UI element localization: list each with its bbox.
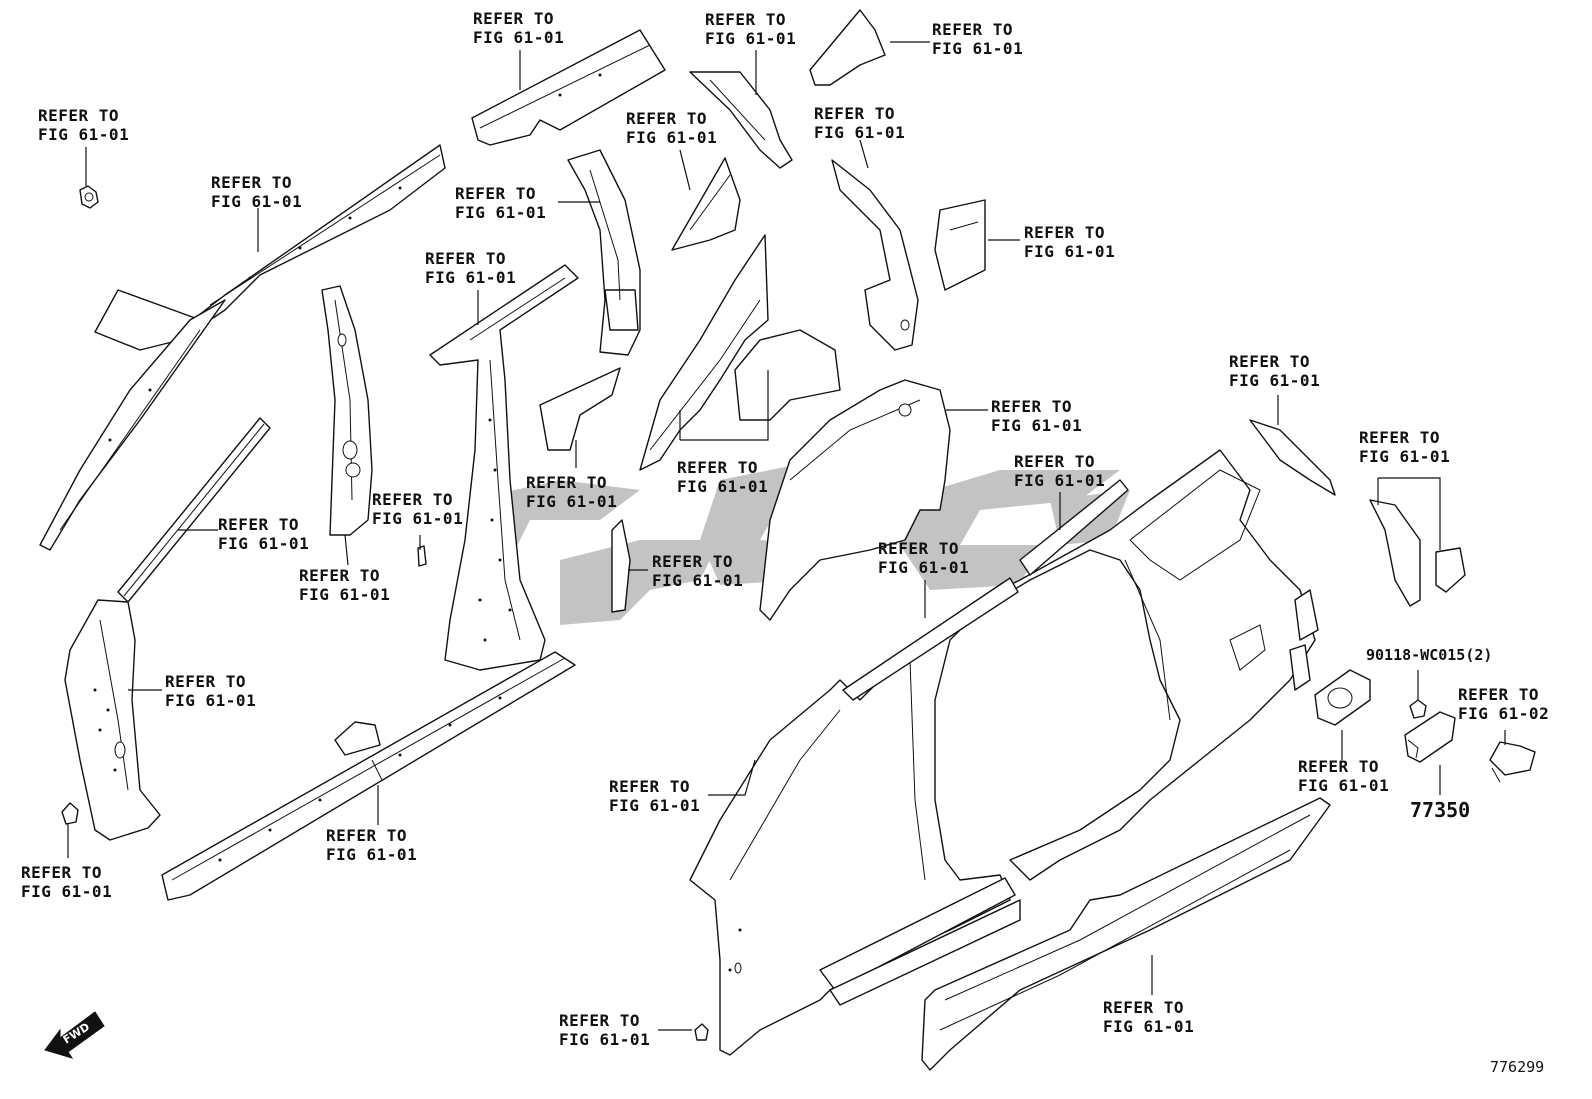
upper-bracket [689,71,793,169]
roof-reinforcement [117,417,271,603]
gusset [671,157,741,251]
quarter-pillar-inner [567,149,641,356]
small-bracket [417,545,427,567]
screw [1409,699,1427,719]
rear-pillar-inner [831,159,919,351]
diagram-id: 776299 [1490,1058,1545,1076]
lower-clip [694,1023,709,1041]
part-number-fuel-lid: 77350 [1410,798,1471,822]
clip-part [79,185,99,209]
upper-gusset [809,9,886,86]
leader-lines [67,41,1506,1031]
top-bracket-right [1249,419,1336,496]
brace [539,367,621,451]
wheelhouse-inner [639,234,841,471]
roof-drip-strip [842,479,1129,701]
rocker-inner [161,651,576,901]
lower-bracket [611,519,631,613]
front-pillar-lower [64,599,161,841]
wheelhouse-outer [759,379,951,621]
hinge-bracket [1369,499,1466,607]
rear-edge-parts [1289,589,1319,691]
fuel-lid-housing [1314,669,1371,726]
center-pillar-outer [429,264,579,671]
part-number-screw: 90118-WC015(2) [1366,646,1493,664]
rocker-outer-front [819,877,1021,1006]
grommet-part [61,802,79,825]
roof-side-rail [39,144,446,551]
roof-rail-center [471,29,666,146]
rocker-outer-rear [921,797,1331,1071]
fwd-arrow-icon: FWD [44,1011,105,1059]
rear-panel [934,199,986,291]
fuel-lid [1404,711,1456,763]
center-pillar-inner [321,285,373,536]
fuel-lid-spring [1489,741,1536,783]
